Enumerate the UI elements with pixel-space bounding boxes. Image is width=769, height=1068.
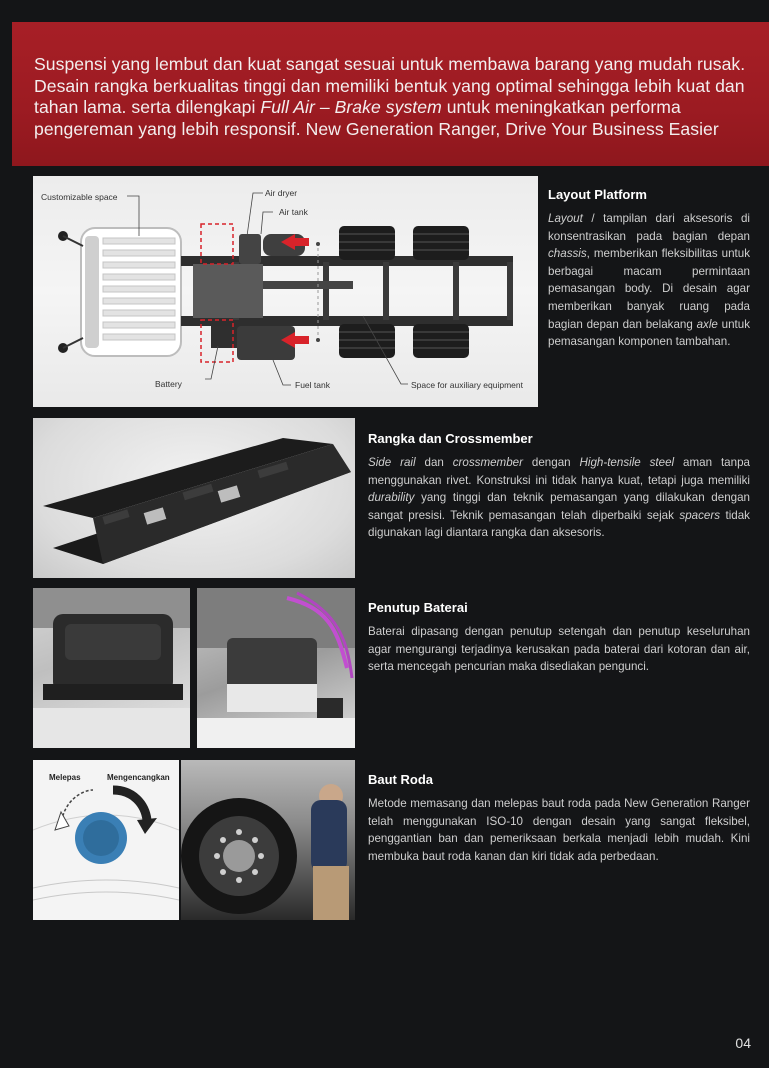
label-tighten: Mengencangkan <box>107 773 170 782</box>
frame-crossmember-photo <box>33 418 355 578</box>
rangka-title: Rangka dan Crossmember <box>368 431 533 446</box>
battery-cover-photo <box>33 588 190 748</box>
lp-text-1: Layout <box>548 212 583 225</box>
baut-title: Baut Roda <box>368 772 433 787</box>
label-battery: Battery <box>155 379 182 389</box>
layout-platform-section: Layout Platform Layout / tampilan dari a… <box>548 187 750 351</box>
chassis-illustration <box>58 192 513 386</box>
baut-body: Metode memasang dan melepas baut roda pa… <box>368 797 750 863</box>
rangka-text-2: dan <box>415 456 453 469</box>
label-air-tank: Air tank <box>279 207 308 217</box>
lp-text-5: axle <box>696 317 718 331</box>
page-number: 04 <box>735 1035 751 1051</box>
rangka-text-3: crossmember <box>452 456 523 469</box>
baut-section: Baut Roda Metode memasang dan melepas ba… <box>368 772 750 865</box>
lp-text-6: untuk pemasangan komponen tambahan. <box>548 317 750 349</box>
lp-text-3: chassis <box>548 247 587 261</box>
intro-text: Suspensi yang lembut dan kuat sangat ses… <box>34 54 764 140</box>
mechanic-wheel-photo <box>181 760 355 920</box>
penutup-body: Baterai dipasang dengan penutup setengah… <box>368 625 750 674</box>
rangka-text-6: aman tanpa menggunakan rivet. Konstruksi… <box>368 456 750 487</box>
label-fuel-tank: Fuel tank <box>295 380 330 390</box>
arrow-front-icon <box>281 234 309 250</box>
arrow-rear-icon <box>281 332 309 348</box>
label-auxiliary-space: Space for auxiliary equipment <box>411 380 523 390</box>
lp-text-2: / tampilan dari aksesoris di konsentrasi… <box>548 212 750 243</box>
label-customizable-space: Customizable space <box>41 192 118 202</box>
battery-cover-illustration <box>33 588 190 748</box>
battery-open-illustration <box>197 588 355 748</box>
wheel-nut-illustration <box>33 785 179 901</box>
rangka-text-5: High-tensile steel <box>579 456 675 469</box>
rangka-text-7: durability <box>368 491 415 505</box>
lp-text-4: , memberikan fleksibilitas untuk berbaga… <box>548 247 750 331</box>
penutup-title: Penutup Baterai <box>368 600 468 615</box>
rangka-text-8: yang tinggi dan teknik pemasangan yang d… <box>368 491 750 522</box>
intro-banner: Suspensi yang lembut dan kuat sangat ses… <box>12 22 769 166</box>
chassis-layout-photo: Customizable space Air dryer Air tank Ba… <box>33 176 538 407</box>
label-air-dryer: Air dryer <box>265 188 298 198</box>
rangka-text-1: Side rail <box>368 456 416 469</box>
battery-open-photo <box>197 588 355 748</box>
intro-text-3: untuk meningkatkan performa pengereman y… <box>34 97 719 139</box>
penutup-section: Penutup Baterai Baterai dipasang dengan … <box>368 600 750 676</box>
tighten-arrow-icon <box>112 785 152 821</box>
rangka-text-4: dengan <box>522 456 580 469</box>
rangka-section: Rangka dan Crossmember Side rail dan cro… <box>368 431 750 542</box>
layout-platform-title: Layout Platform <box>548 187 647 202</box>
rangka-body: Side rail dan crossmember dengan High-te… <box>368 454 750 542</box>
mechanic-illustration <box>181 784 349 920</box>
intro-text-1: Suspensi yang lembut dan kuat sangat ses… <box>34 54 746 118</box>
label-release: Melepas <box>49 773 81 782</box>
layout-platform-body: Layout / tampilan dari aksesoris di kons… <box>548 210 750 351</box>
wheel-nut-diagram: Melepas Mengencangkan <box>33 760 179 920</box>
rangka-text-10: tidak digunakan lagi diantara rangka dan… <box>368 508 750 540</box>
rangka-text-9: spacers <box>679 508 721 522</box>
intro-text-2: Full Air – Brake system <box>260 97 442 118</box>
frame-illustration <box>43 438 351 564</box>
